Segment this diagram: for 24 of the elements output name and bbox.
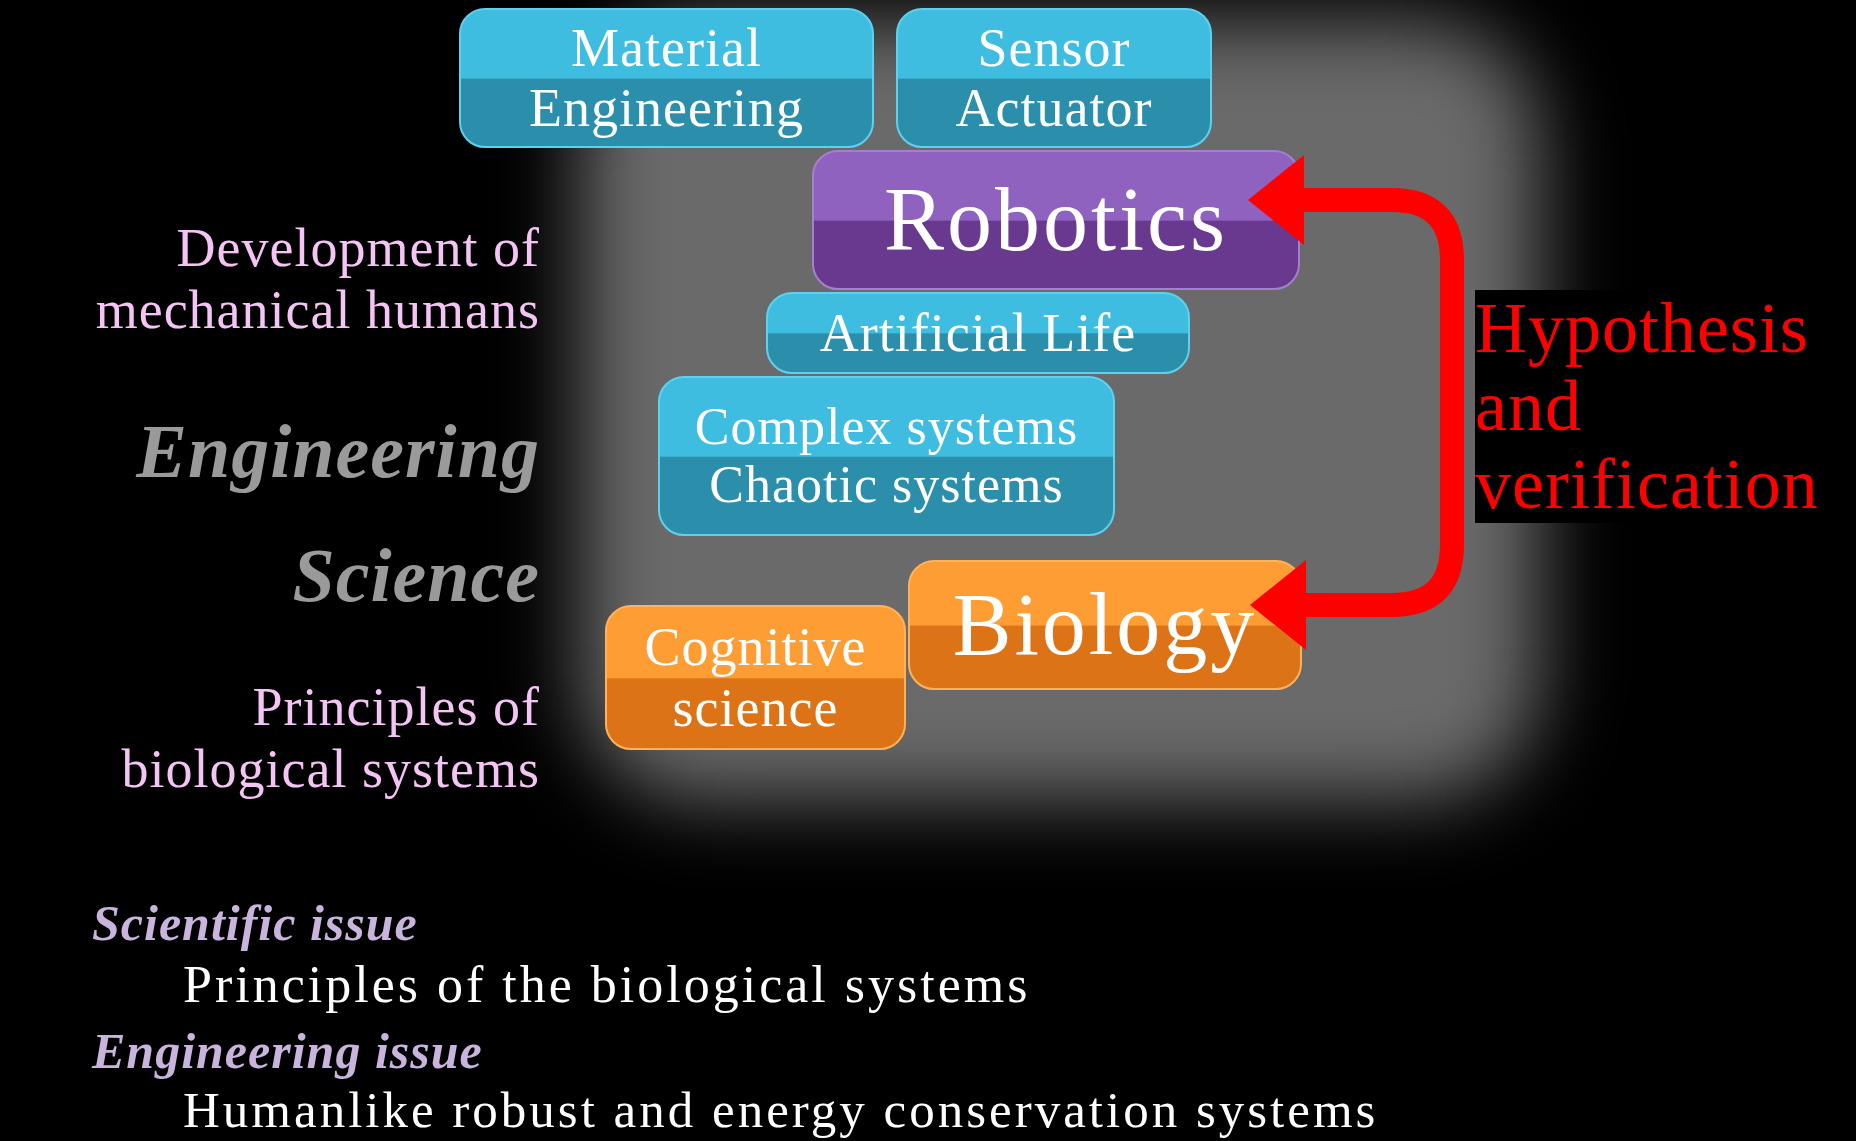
box-label: Biology bbox=[952, 575, 1258, 675]
field-description: Development of mechanical humans bbox=[94, 217, 540, 342]
box-label: Cognitive science bbox=[643, 617, 868, 738]
issue-heading: Engineering issue bbox=[92, 1024, 483, 1079]
issue-text: Humanlike robust and energy conservation systems bbox=[183, 1082, 1379, 1139]
issue-heading: Scientific issue bbox=[92, 896, 418, 951]
topic-box bbox=[812, 150, 1300, 290]
box-label: Material Engineering bbox=[528, 17, 805, 139]
topic-box bbox=[459, 8, 874, 148]
topic-box bbox=[605, 605, 906, 750]
topic-box bbox=[766, 292, 1190, 374]
double-arrow bbox=[1248, 155, 1464, 650]
field-description: Principles of biological systems bbox=[120, 676, 540, 801]
box-label: Artificial Life bbox=[819, 302, 1137, 364]
issue-text: Principles of the biological systems bbox=[183, 956, 1031, 1014]
box-label: Complex systems bbox=[694, 397, 1079, 456]
field-heading: Engineering bbox=[136, 408, 540, 495]
field-heading: Science bbox=[292, 532, 540, 619]
topic-box bbox=[896, 8, 1212, 148]
box-label: Sensor Actuator bbox=[954, 17, 1154, 139]
box-label: Robotics bbox=[884, 169, 1228, 271]
topic-box bbox=[658, 376, 1115, 536]
box-label: Chaotic systems bbox=[709, 456, 1064, 515]
topic-box bbox=[908, 560, 1302, 690]
